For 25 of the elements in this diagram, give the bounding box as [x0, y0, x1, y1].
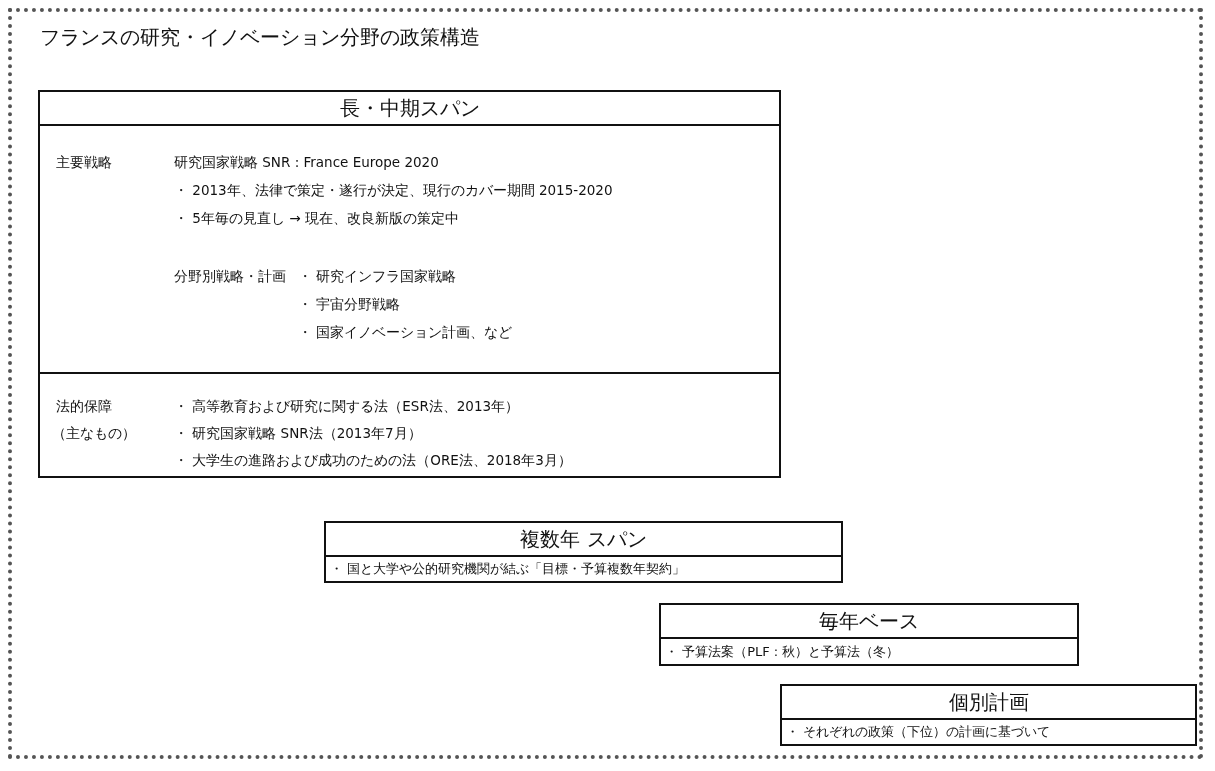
box-heading: 複数年 スパン [326, 523, 841, 557]
box-heading: 個別計画 [782, 686, 1195, 720]
row-label: 分野別戦略・計画 [174, 267, 286, 286]
bullet-text: ・ 高等教育および研究に関する法（ESR法、2013年） [174, 397, 520, 416]
bullet-text: ・ 研究インフラ国家戦略 [298, 267, 457, 286]
row-label: （主なもの） [52, 424, 136, 443]
timespan-box [324, 521, 843, 583]
timespan-box [780, 684, 1197, 746]
row-label: 主要戦略 [56, 153, 112, 172]
page-title: フランスの研究・イノベーション分野の政策構造 [40, 24, 480, 51]
bullet-text: ・ 大学生の進路および成功のための法（ORE法、2018年3月） [174, 451, 572, 470]
bullet-text: ・ 国家イノベーション計画、など [298, 323, 513, 342]
box-heading: 毎年ベース [661, 605, 1077, 639]
timespan-box [38, 90, 781, 478]
box-heading: 長・中期スパン [40, 92, 779, 126]
timespan-box [659, 603, 1079, 666]
bullet-text: ・ 宇宙分野戦略 [298, 295, 401, 314]
strategy-text: 研究国家戦略 SNR : France Europe 2020 [174, 153, 439, 172]
bullet-text: ・ 予算法案（PLF : 秋）と予算法（冬） [665, 643, 900, 661]
bullet-text: ・ 国と大学や公的研究機関が結ぶ「目標・予算複数年契約」 [330, 560, 686, 578]
bullet-text: ・ 5年毎の見直し → 現在、改良新版の策定中 [174, 209, 459, 228]
bullet-text: ・ それぞれの政策（下位）の計画に基づいて [786, 723, 1051, 741]
row-label: 法的保障 [56, 397, 112, 416]
bullet-text: ・ 2013年、法律で策定・遂行が決定、現行のカバー期間 2015-2020 [174, 181, 613, 200]
bullet-text: ・ 研究国家戦略 SNR法（2013年7月） [174, 424, 422, 443]
